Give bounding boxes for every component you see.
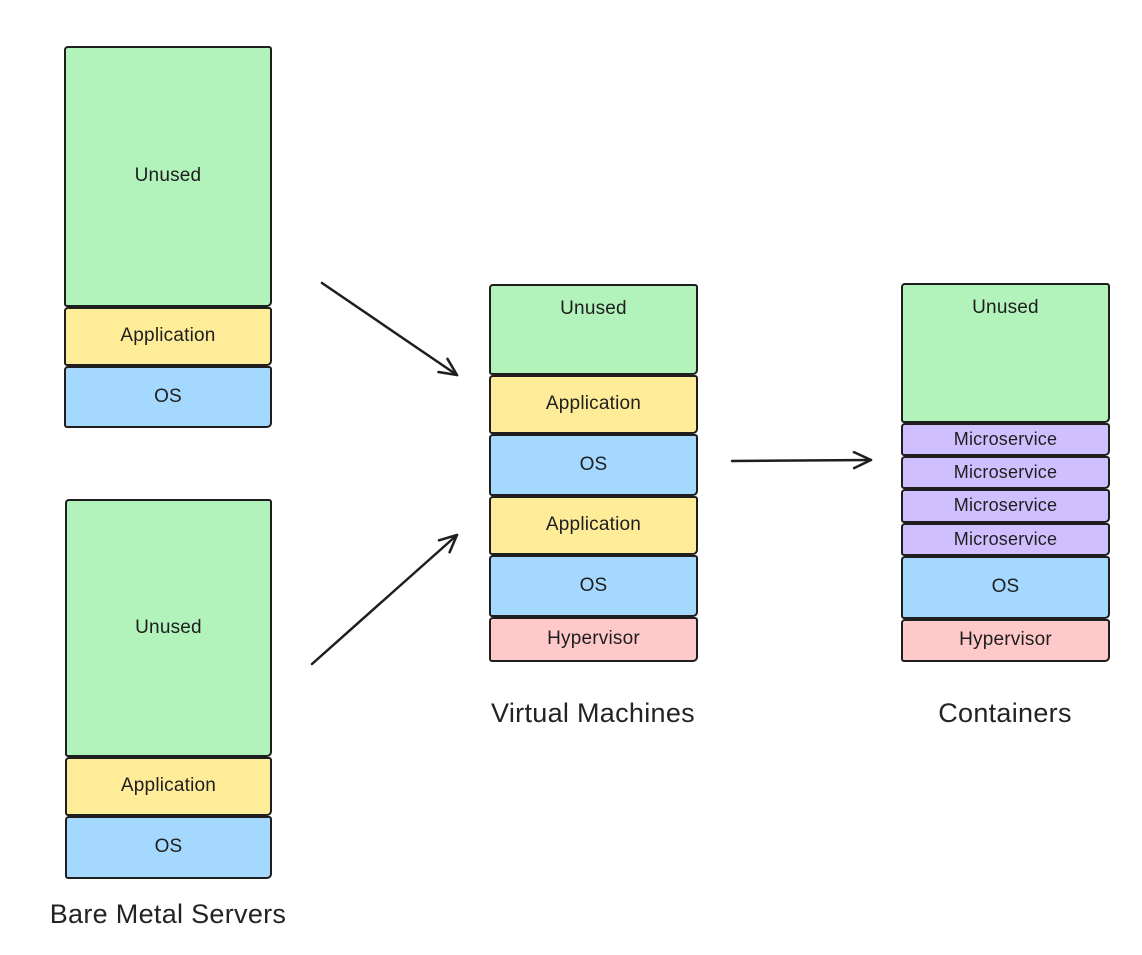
- segment-label: Microservice: [953, 528, 1058, 549]
- segment-microservice: Microservice: [901, 423, 1110, 456]
- segment-label: Unused: [560, 298, 627, 319]
- segment-microservice: Microservice: [901, 523, 1110, 556]
- segment-unused: Unused: [64, 46, 272, 307]
- segment-label: OS: [154, 836, 183, 858]
- segment-application: Application: [64, 307, 272, 366]
- segment-label: OS: [154, 385, 182, 407]
- segment-label: Application: [120, 325, 216, 347]
- stack-containers: Unused Microservice Microservice Microse…: [901, 283, 1110, 662]
- arrow-bare-metal-2-to-vm: [310, 533, 459, 666]
- segment-label: Microservice: [953, 461, 1058, 482]
- segment-label: Application: [545, 393, 642, 415]
- segment-application: Application: [489, 375, 698, 434]
- segment-label: OS: [991, 576, 1020, 598]
- arrow-bare-metal-1-to-vm: [320, 281, 459, 377]
- segment-unused: Unused: [489, 284, 698, 375]
- segment-os: OS: [489, 555, 698, 617]
- segment-os: OS: [64, 366, 272, 428]
- segment-application: Application: [65, 757, 272, 816]
- segment-label: Unused: [135, 616, 202, 638]
- stack-bare-metal-2: Unused Application OS: [65, 499, 272, 879]
- segment-label: Unused: [972, 297, 1039, 318]
- segment-unused: Unused: [901, 283, 1110, 423]
- segment-unused: Unused: [65, 499, 272, 757]
- segment-hypervisor: Hypervisor: [901, 619, 1110, 662]
- stack-bare-metal-1: Unused Application OS: [64, 46, 272, 428]
- stack-virtual-machines: Unused Application OS Application OS Hyp…: [489, 284, 698, 662]
- segment-microservice: Microservice: [901, 489, 1110, 523]
- segment-label: Hypervisor: [959, 629, 1052, 651]
- segment-hypervisor: Hypervisor: [489, 617, 698, 662]
- caption-containers: Containers: [938, 698, 1072, 728]
- caption-bare-metal-servers: Bare Metal Servers: [49, 899, 287, 929]
- segment-label: Microservice: [953, 428, 1058, 449]
- segment-label: Unused: [134, 165, 202, 187]
- segment-label: Application: [120, 775, 217, 797]
- segment-os: OS: [489, 434, 698, 496]
- segment-microservice: Microservice: [901, 456, 1110, 489]
- segment-os: OS: [901, 556, 1110, 619]
- segment-label: Application: [545, 514, 642, 536]
- segment-application: Application: [489, 496, 698, 555]
- caption-virtual-machines: Virtual Machines: [491, 698, 695, 728]
- segment-label: Microservice: [953, 495, 1058, 516]
- segment-label: Hypervisor: [547, 628, 640, 650]
- arrow-vm-to-containers: [730, 450, 873, 470]
- segment-os: OS: [65, 816, 272, 879]
- segment-label: OS: [579, 453, 608, 475]
- segment-label: OS: [579, 574, 608, 596]
